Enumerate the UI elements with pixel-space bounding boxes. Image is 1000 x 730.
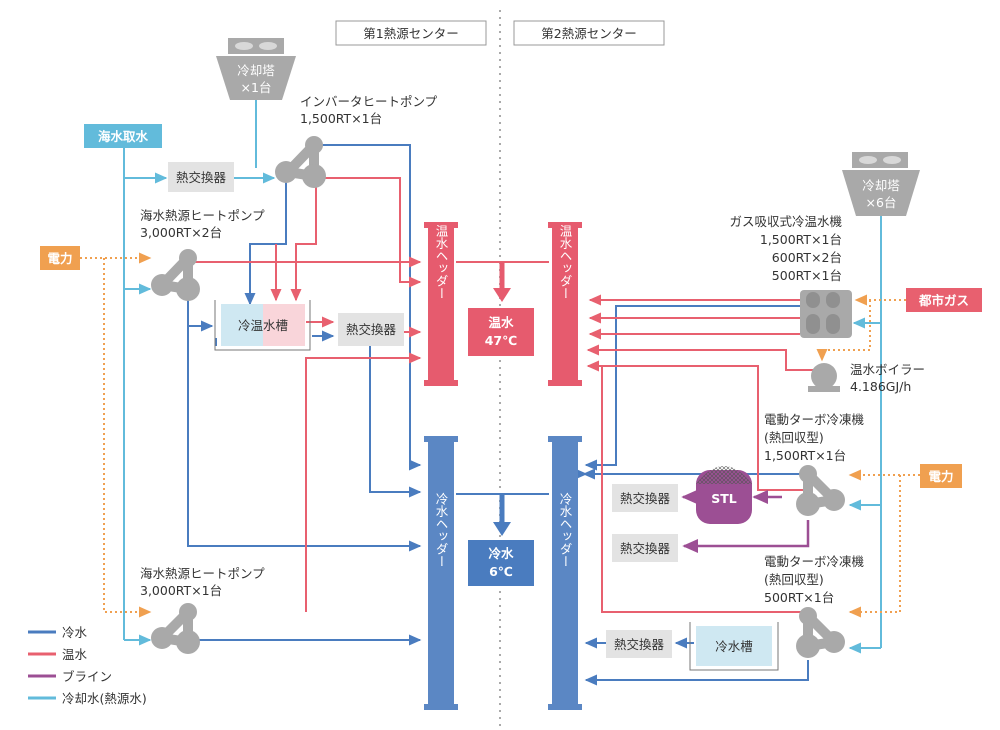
svg-text:1,500RT×1台: 1,500RT×1台 [760,232,842,247]
svg-text:温水ヘッダー: 温水ヘッダー [558,225,573,300]
cooling-tower-1: 冷却塔 ×1台 [216,38,296,100]
hot-supply-box: 温水 47℃ [468,308,534,356]
svg-text:電力: 電力 [47,251,72,266]
svg-text:1,500RT×1台: 1,500RT×1台 [764,448,846,463]
svg-text:1,500RT×1台: 1,500RT×1台 [300,111,382,126]
cold-water-tank: 冷水槽 [689,622,779,671]
cold-header-2: 冷水ヘッダー [548,436,582,710]
cooling-tower-6: 冷却塔 ×6台 [842,152,920,216]
svg-text:500RT×1台: 500RT×1台 [764,590,834,605]
svg-text:都市ガス: 都市ガス [918,293,969,308]
boiler-label: 温水ボイラー 4.186GJ/h [850,362,925,394]
svg-text:×6台: ×6台 [866,195,897,210]
svg-text:冷水ヘッダー: 冷水ヘッダー [558,493,573,568]
svg-text:温水ボイラー: 温水ボイラー [850,362,925,377]
legend-label-brine: ブライン [62,669,112,684]
center-label-1: 第1熱源センター [335,20,487,46]
hot-cold-water-tank: 冷温水槽 [214,300,311,351]
svg-text:3,000RT×1台: 3,000RT×1台 [140,583,222,598]
svg-text:電動ターボ冷凍機: 電動ターボ冷凍機 [764,554,865,569]
svg-text:電動ターボ冷凍機: 電動ターボ冷凍機 [764,412,865,427]
inverter-hp-label: インバータヒートポンプ 1,500RT×1台 [300,94,438,126]
svg-text:熱交換器: 熱交換器 [620,491,671,506]
svg-text:4.186GJ/h: 4.186GJ/h [850,379,911,394]
gas-absorption-chiller-icon [800,290,852,338]
svg-text:熱交換器: 熱交換器 [176,170,227,185]
svg-text:海水熱源ヒートポンプ: 海水熱源ヒートポンプ [140,566,265,581]
city-gas-label: 都市ガス [906,288,982,312]
svg-text:熱交換器: 熱交換器 [620,541,671,556]
svg-text:6℃: 6℃ [489,564,513,579]
svg-text:海水熱源ヒートポンプ: 海水熱源ヒートポンプ [140,208,265,223]
svg-text:ガス吸収式冷温水機: ガス吸収式冷温水機 [729,214,842,229]
svg-text:47℃: 47℃ [485,333,518,348]
heat-exchanger-1: 熱交換器 [168,162,234,192]
heat-exchanger-5: 熱交換器 [606,630,672,658]
svg-text:海水取水: 海水取水 [98,129,149,144]
svg-text:冷却塔: 冷却塔 [237,63,275,78]
cooling-water-lines [123,100,882,654]
turbo-2-label: 電動ターボ冷凍機 (熱回収型) 500RT×1台 [764,554,865,605]
svg-text:(熱回収型): (熱回収型) [764,572,824,587]
hot-header-1: 温水ヘッダー [424,222,458,386]
seawater-heat-pump-1-icon [151,603,200,654]
legend-label-cooling: 冷却水(熱源水) [62,691,147,706]
heat-exchanger-3: 熱交換器 [612,484,678,512]
cold-supply-box: 冷水 6℃ [468,540,534,586]
svg-text:冷水槽: 冷水槽 [715,639,753,654]
hot-water-boiler-icon [808,363,840,392]
electricity-label-left: 電力 [40,246,80,270]
seawater-hp-2-label: 海水熱源ヒートポンプ 3,000RT×2台 [140,208,265,240]
svg-text:温水: 温水 [488,315,514,330]
seawater-heat-pump-2-icon [151,249,200,301]
legend-label-hot: 温水 [62,647,88,662]
svg-text:冷水: 冷水 [488,546,514,561]
turbo-chiller-2-icon [796,607,845,658]
svg-text:第1熱源センター: 第1熱源センター [363,26,458,41]
hot-header-2: 温水ヘッダー [548,222,582,386]
svg-text:STL: STL [711,491,737,506]
electricity-label-right: 電力 [920,464,962,488]
svg-text:3,000RT×2台: 3,000RT×2台 [140,225,222,240]
cold-header-1: 冷水ヘッダー [424,436,458,710]
svg-text:×1台: ×1台 [241,80,272,95]
svg-text:冷温水槽: 冷温水槽 [238,318,288,333]
gas-chiller-label: ガス吸収式冷温水機 1,500RT×1台 600RT×2台 500RT×1台 [729,214,842,283]
cold-water-lines [187,144,816,686]
heat-exchanger-2: 熱交換器 [338,313,404,346]
heat-exchanger-4: 熱交換器 [612,534,678,562]
seawater-intake-label: 海水取水 [84,124,162,148]
svg-text:第2熱源センター: 第2熱源センター [541,26,636,41]
power-lines [80,252,920,618]
inverter-heat-pump-icon [275,136,326,188]
svg-text:温水ヘッダー: 温水ヘッダー [434,225,449,300]
turbo-1-label: 電動ターボ冷凍機 (熱回収型) 1,500RT×1台 [764,412,865,463]
svg-text:600RT×2台: 600RT×2台 [772,250,842,265]
svg-text:熱交換器: 熱交換器 [614,637,665,652]
svg-text:(熱回収型): (熱回収型) [764,430,824,445]
legend-label-cold: 冷水 [62,625,88,640]
center-label-2: 第2熱源センター [513,20,665,46]
turbo-chiller-1-icon [796,465,845,516]
seawater-hp-1-label: 海水熱源ヒートポンプ 3,000RT×1台 [140,566,265,598]
svg-text:熱交換器: 熱交換器 [346,322,397,337]
svg-text:電力: 電力 [928,469,953,484]
svg-text:冷却塔: 冷却塔 [862,178,900,193]
svg-text:500RT×1台: 500RT×1台 [772,268,842,283]
svg-text:インバータヒートポンプ: インバータヒートポンプ [300,94,438,109]
stl-tank: STL [696,466,752,524]
svg-text:冷水ヘッダー: 冷水ヘッダー [434,493,449,568]
legend: 冷水 温水 ブライン 冷却水(熱源水) [28,625,147,706]
